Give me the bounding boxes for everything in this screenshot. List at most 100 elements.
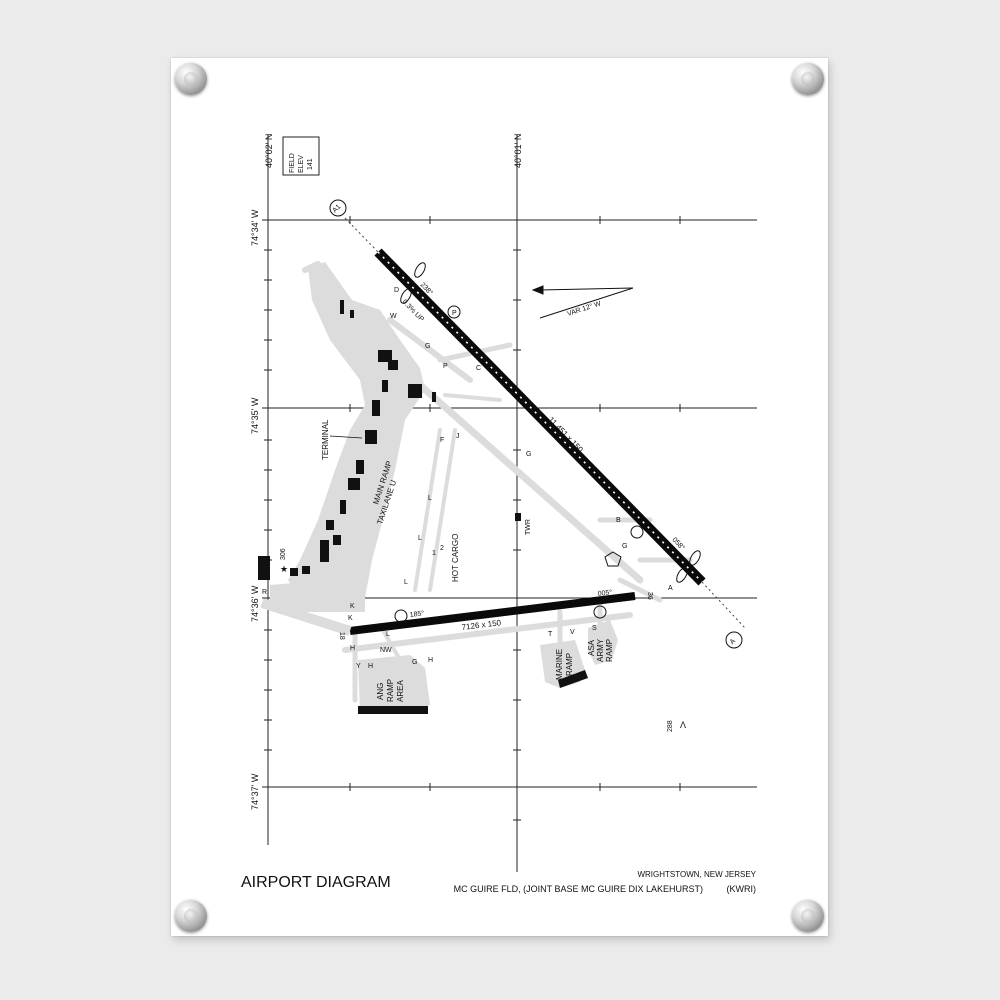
grid-ticks — [264, 216, 681, 821]
taxiway-letter: F — [440, 437, 444, 444]
main-ramp-pavement — [288, 262, 425, 600]
taxiway-letter: J — [456, 433, 460, 440]
asa-ramp-pavement — [588, 620, 618, 665]
taxiway-g-diagonal — [416, 381, 644, 584]
control-tower — [515, 513, 521, 521]
terminal-label: TERMINAL — [321, 419, 330, 460]
field-elev-line1: FIELD — [289, 153, 296, 173]
ang-hangars — [358, 706, 428, 714]
marker-a-label: A — [729, 638, 737, 646]
terminal-building — [365, 430, 377, 444]
variation-label: VAR 12° W — [566, 299, 602, 318]
taxiway-letter: G — [425, 343, 430, 350]
diagram-title: AIRPORT DIAGRAM — [241, 874, 391, 891]
field-elev-line3: 141 — [307, 158, 314, 170]
runway-6-24 — [344, 217, 746, 629]
poster-panel — [171, 58, 828, 936]
obstacle-icon: Λ — [680, 720, 686, 730]
terminal-leader — [329, 435, 363, 439]
longitude-label-4: 74°37' W — [250, 773, 260, 810]
asa-label-3: RAMP — [605, 639, 614, 662]
marine-label-2: RAMP — [565, 653, 574, 676]
papi-marker — [447, 305, 461, 319]
asa-label-2: ARMY — [596, 638, 605, 662]
taxiway-l-east — [413, 428, 442, 592]
taxiway-letter: G — [526, 451, 531, 458]
ang-label-2: RAMP — [386, 679, 395, 702]
taxiway-letter: L — [428, 495, 432, 502]
taxiway-letter: H — [350, 645, 355, 652]
taxiway-letter: H — [428, 657, 433, 664]
building — [258, 556, 270, 580]
ang-ramp-pavement — [358, 655, 430, 712]
runway-36-label: 36 — [646, 592, 653, 600]
taxiway-letter: P — [452, 310, 457, 317]
taxiway-letter: K — [348, 615, 353, 622]
taxiway-letter: W — [390, 313, 397, 320]
taxiway-letter: NW — [380, 647, 392, 654]
taxiway-letter: D — [394, 287, 399, 294]
taxiway-a-connector — [617, 577, 663, 603]
taxiway-letter: G — [622, 543, 627, 550]
obstacle-icon: ★ — [280, 564, 288, 574]
taxiway-connector-2 — [443, 393, 502, 402]
runway-18-36-heading-b: 005° — [597, 588, 613, 598]
ramp-south-apron — [270, 580, 365, 612]
elevation-288-label: 288 — [667, 720, 674, 732]
marine-label-1: MARINE — [555, 649, 564, 680]
longitude-label-3: 74°36' W — [250, 585, 260, 622]
runway-18-36 — [260, 592, 636, 636]
ang-label-3: AREA — [396, 680, 405, 702]
beacon-icon — [604, 551, 622, 567]
mount-bolt-bottom-left — [175, 900, 207, 932]
elevation-306-label: 306 — [280, 548, 287, 560]
marker-a1-label: A1 — [331, 203, 342, 214]
taxiway-letter: C — [476, 365, 481, 372]
variation-arrow — [531, 285, 634, 319]
runway-18-36-heading-a: 185° — [409, 609, 425, 619]
taxiway-letter: T — [548, 631, 553, 638]
mount-bolt-top-right — [792, 63, 824, 95]
taxiway-letter: L — [418, 535, 422, 542]
taxiway-letter: L — [386, 631, 390, 638]
taxiway-letter: L — [404, 579, 408, 586]
marine-hangar — [558, 670, 588, 688]
buildings — [258, 300, 588, 714]
ang-label-1: ANG — [376, 683, 385, 700]
latitude-label-center: 40°01' N — [513, 134, 523, 168]
taxiway-letter: P — [443, 363, 448, 370]
airport-name-label: MC GUIRE FLD, (JOINT BASE MC GUIRE DIX L… — [454, 884, 703, 894]
taxiway-l-west — [428, 428, 457, 592]
longitude-label-1: 74°34' W — [250, 209, 260, 246]
pavement — [270, 262, 618, 712]
runway-markers — [329, 199, 743, 649]
marker-a1 — [329, 199, 347, 217]
asa-label-1: ASA — [587, 639, 596, 656]
longitude-label-2: 74°35' W — [250, 397, 260, 434]
taxiway-letter: G — [412, 659, 417, 666]
taxiway-letter: A — [668, 585, 673, 592]
location-label: WRIGHTSTOWN, NEW JERSEY — [637, 870, 756, 879]
taxiways — [302, 261, 693, 703]
mount-bolt-top-left — [175, 63, 207, 95]
field-elevation-box: FIELD ELEV 141 — [282, 136, 320, 176]
coordinate-grid — [262, 135, 757, 872]
twr-label: TWR — [525, 519, 532, 535]
hot-cargo-label: HOT CARGO — [451, 534, 460, 582]
taxiway-letter: R — [262, 589, 267, 596]
taxiway-w — [387, 317, 473, 383]
taxiway-letter: B — [616, 517, 621, 524]
taxiway-letter: H — [368, 663, 373, 670]
taxiway-letter: V — [570, 629, 575, 636]
latitude-label-left: 40°02' N — [264, 134, 274, 168]
taxiway-letter: Y — [356, 663, 361, 670]
taxiway-letter: S — [592, 625, 597, 632]
taxiway-letter: 2 — [440, 545, 444, 552]
marker-a — [725, 631, 743, 649]
mount-bolt-bottom-right — [792, 900, 824, 932]
runway-18-label: 18 — [338, 632, 345, 640]
taxiway-labels: W G P C G B G A R K H Y H NW L G H T V S… — [262, 287, 673, 670]
taxiway-letter: K — [350, 603, 355, 610]
field-elev-line2: ELEV — [298, 155, 305, 173]
